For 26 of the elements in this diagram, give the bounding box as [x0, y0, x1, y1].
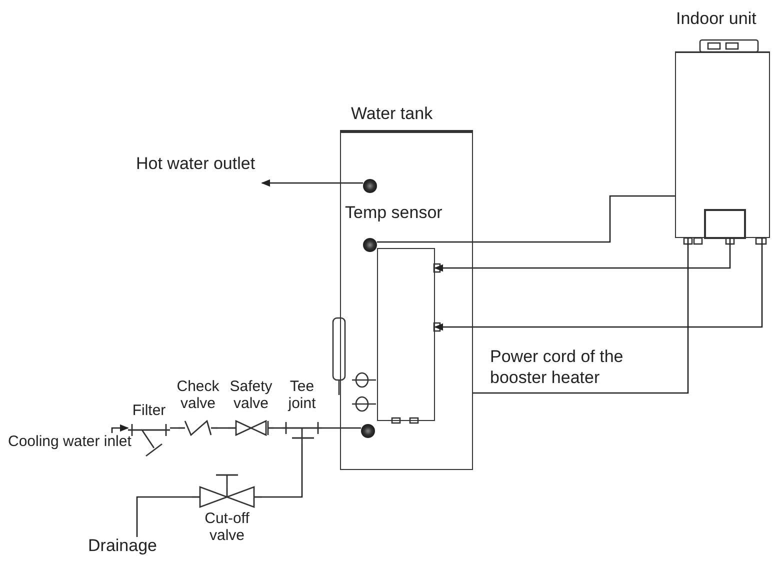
heater-box — [377, 248, 435, 421]
arrow — [111, 424, 129, 433]
component-label: Safety valve — [228, 378, 274, 412]
outlet-fitting — [363, 179, 377, 193]
arrow — [261, 179, 363, 187]
component-label: Filter — [131, 402, 167, 419]
arrow — [434, 238, 763, 331]
pipe-line — [322, 427, 361, 429]
pipe-line — [274, 427, 282, 429]
pipe-line — [377, 195, 675, 243]
pipe-line — [136, 496, 192, 537]
pipe-line — [262, 444, 303, 498]
component-label: Tee joint — [286, 378, 317, 412]
arrow — [434, 238, 731, 272]
sensor-label: Temp sensor — [345, 204, 442, 222]
pipe-label: Hot water outlet — [136, 155, 256, 173]
pipe-line — [218, 427, 228, 429]
component-label: Check valve — [176, 378, 220, 412]
pipe-label: Drainage — [88, 537, 157, 555]
tank-title: Water tank — [351, 105, 433, 123]
inlet-fitting — [361, 424, 375, 438]
pipe-label: Cooling water inlet — [8, 433, 132, 451]
pipe-line — [170, 427, 178, 429]
pipe-line — [473, 238, 689, 394]
unit-title: Indoor unit — [676, 10, 756, 28]
component-label: Cut-off valve — [204, 510, 250, 544]
